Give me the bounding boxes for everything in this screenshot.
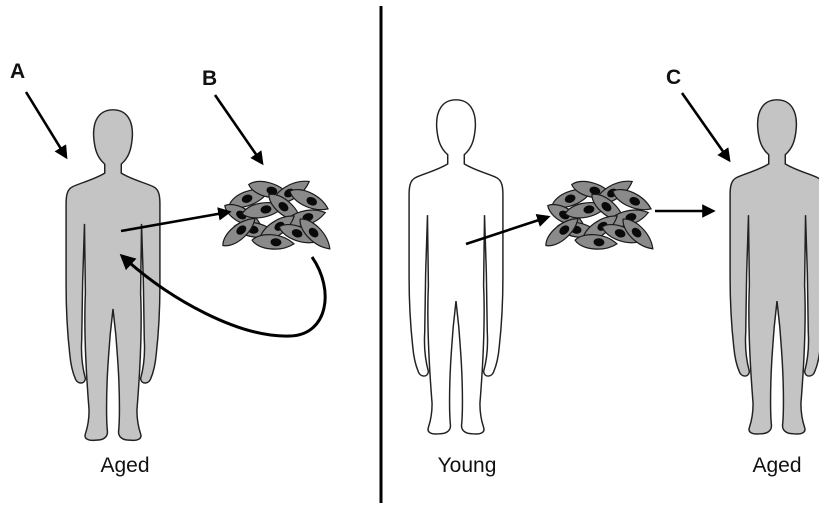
label-b: B [202, 67, 217, 90]
caption-young: Young [438, 454, 497, 477]
arrow-b-pointer [215, 95, 262, 163]
caption-aged-left: Aged [100, 454, 149, 477]
young-person [409, 100, 503, 434]
caption-aged-right: Aged [752, 454, 801, 477]
cell-cluster-b [218, 175, 335, 254]
cell-cluster-middle [541, 175, 658, 254]
arrow-c-pointer [682, 93, 729, 160]
label-c: C [666, 66, 681, 89]
aged-person-right [730, 100, 819, 434]
arrow-a-pointer [26, 92, 66, 157]
label-a: A [10, 60, 25, 83]
